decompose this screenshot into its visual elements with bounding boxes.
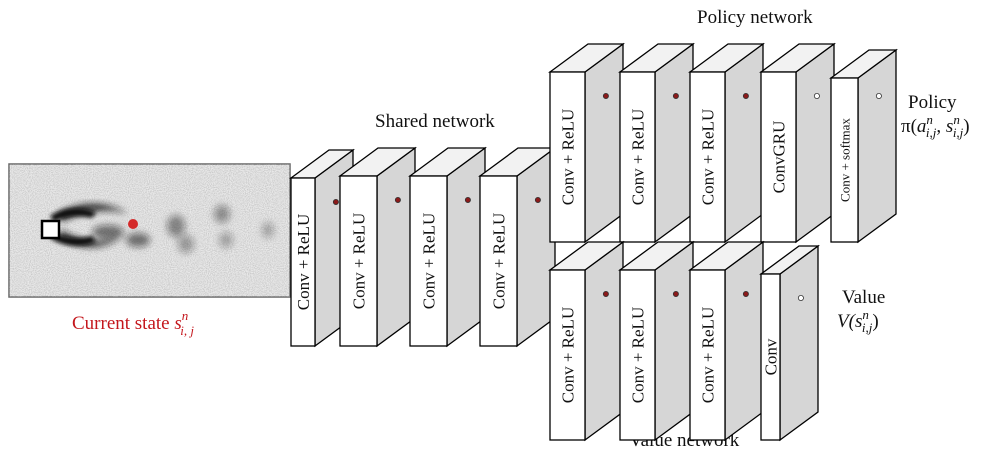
block-side-face: [376, 146, 416, 348]
policy-layer-5: Conv + softmax: [829, 48, 898, 244]
block-side-face: [584, 42, 624, 244]
layer-label: Conv + ReLU: [350, 213, 369, 309]
block-front-face: [549, 269, 586, 441]
block-feature-dot: [464, 196, 471, 203]
policy-layer-2: Conv + ReLU: [618, 42, 695, 244]
block-front-face: [760, 71, 797, 243]
block-feature-dot: [602, 290, 609, 297]
cylinder-obstacle: [40, 219, 61, 240]
block-side-face: [779, 244, 819, 442]
policy-layer-4: ConvGRU: [759, 42, 836, 244]
layer-label: ConvGRU: [770, 121, 789, 194]
layer-label: Conv + ReLU: [294, 214, 313, 310]
policy-layer-1: Conv + ReLU: [548, 42, 625, 244]
block-front-face: [409, 175, 448, 347]
block-side-face: [724, 240, 764, 442]
block-feature-dot: [394, 196, 401, 203]
block-front-face: [549, 71, 586, 243]
value-output-label: Value: [842, 287, 885, 308]
block-side-face: [654, 42, 694, 244]
block-side-face: [584, 240, 624, 442]
shared-layer-2: Conv + ReLU: [338, 146, 417, 348]
block-side-face: [857, 48, 897, 244]
value-layer-4: Conv: [759, 244, 820, 442]
block-side-face: [516, 146, 556, 348]
layer-label: Conv + ReLU: [490, 213, 509, 309]
block-side-face: [654, 240, 694, 442]
block-front-face: [760, 273, 781, 441]
layer-label: Conv + ReLU: [629, 307, 648, 403]
layer-label: Conv + ReLU: [699, 307, 718, 403]
block-feature-dot: [797, 294, 804, 301]
policy-layer-3: Conv + ReLU: [688, 42, 765, 244]
policy-network-title: Policy network: [697, 7, 813, 28]
value-layer-3: Conv + ReLU: [688, 240, 765, 442]
block-front-face: [619, 269, 656, 441]
block-feature-dot: [875, 93, 882, 100]
block-side-face: [724, 42, 764, 244]
block-feature-dot: [534, 196, 541, 203]
block-front-face: [619, 71, 656, 243]
policy-output-label: Policy: [908, 92, 957, 113]
block-feature-dot: [602, 93, 609, 100]
block-side-face: [795, 42, 835, 244]
block-feature-dot: [332, 198, 339, 205]
layer-label: Conv + ReLU: [559, 109, 578, 205]
block-side-face: [446, 146, 486, 348]
value-layer-2: Conv + ReLU: [618, 240, 695, 442]
layer-label: Conv + ReLU: [559, 307, 578, 403]
block-feature-dot: [742, 290, 749, 297]
block-front-face: [689, 71, 726, 243]
shared-layer-3: Conv + ReLU: [408, 146, 487, 348]
layer-label: Conv + ReLU: [699, 109, 718, 205]
block-front-face: [689, 269, 726, 441]
shared-network-title: Shared network: [375, 111, 495, 132]
layer-label: Conv + softmax: [838, 118, 853, 202]
layer-label: Conv: [762, 338, 781, 375]
block-feature-dot: [672, 93, 679, 100]
agent-position-marker: [128, 219, 138, 229]
block-feature-dot: [742, 93, 749, 100]
value-layer-1: Conv + ReLU: [548, 240, 625, 442]
block-front-face: [339, 175, 378, 347]
block-feature-dot: [813, 93, 820, 100]
block-feature-dot: [672, 290, 679, 297]
block-front-face: [479, 175, 518, 347]
layer-label: Conv + ReLU: [420, 213, 439, 309]
block-front-face: [830, 77, 859, 243]
block-front-face: [290, 177, 316, 347]
layer-label: Conv + ReLU: [629, 109, 648, 205]
shared-layer-4: Conv + ReLU: [478, 146, 557, 348]
input-state-image: [8, 163, 291, 298]
